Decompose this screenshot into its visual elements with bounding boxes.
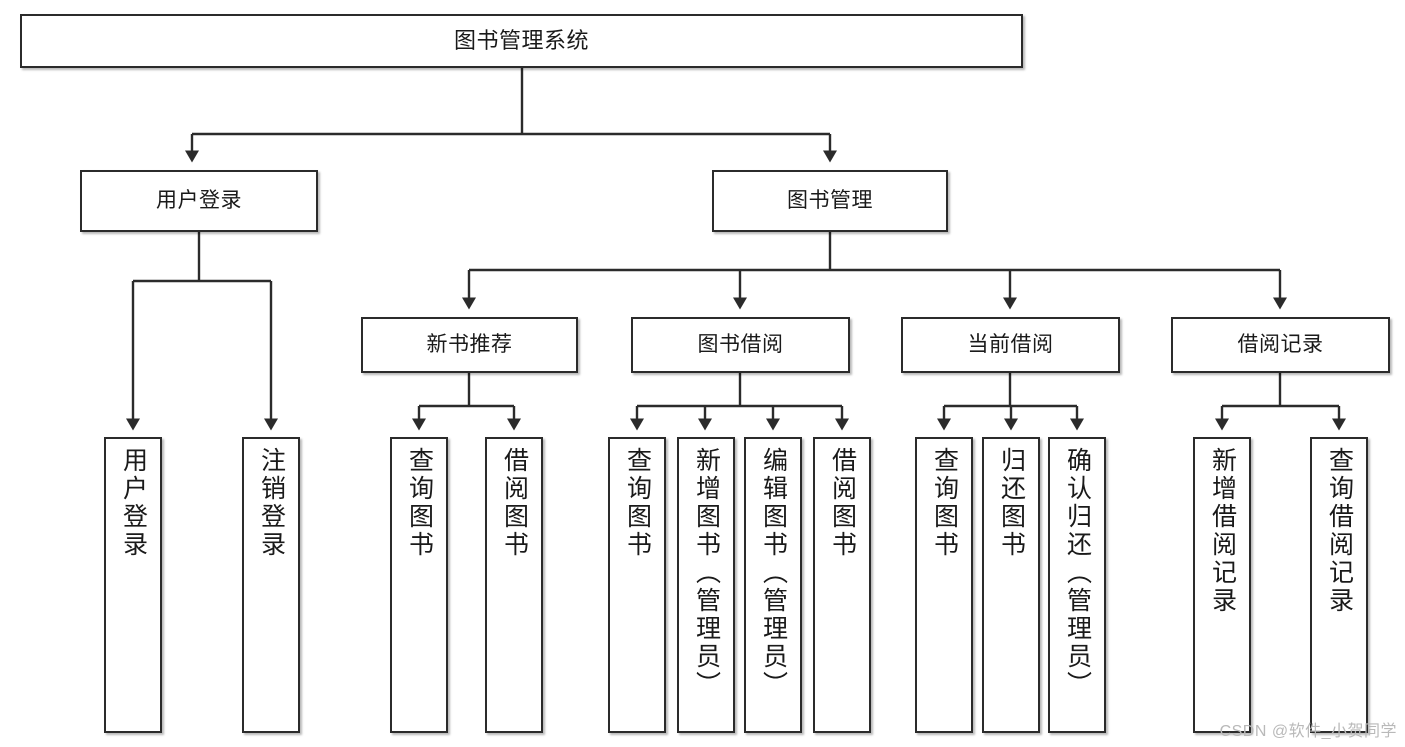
node-leaf-edit-book[interactable]: 编辑图书（管理员） — [744, 437, 802, 733]
node-leaf-return-book-label: 归还图书 — [997, 447, 1026, 559]
node-leaf-query-record[interactable]: 查询借阅记录 — [1310, 437, 1368, 733]
node-leaf-query-book-2-label: 查询图书 — [623, 447, 652, 559]
node-leaf-add-book-label: 新增图书（管理员） — [692, 447, 721, 699]
node-new-book-recommend[interactable]: 新书推荐 — [361, 317, 578, 373]
node-book-management-label: 图书管理 — [787, 188, 873, 212]
node-leaf-confirm-return[interactable]: 确认归还（管理员） — [1048, 437, 1106, 733]
node-leaf-borrow-book-1[interactable]: 借阅图书 — [485, 437, 543, 733]
node-leaf-query-book-1-label: 查询图书 — [405, 447, 434, 559]
node-borrow-record-label: 借阅记录 — [1237, 332, 1324, 356]
node-borrow-record[interactable]: 借阅记录 — [1171, 317, 1390, 373]
node-leaf-logout-login-label: 注销登录 — [257, 447, 286, 559]
node-book-borrow[interactable]: 图书借阅 — [631, 317, 850, 373]
node-leaf-add-record[interactable]: 新增借阅记录 — [1193, 437, 1251, 733]
node-root[interactable]: 图书管理系统 — [20, 14, 1023, 68]
node-book-borrow-label: 图书借阅 — [697, 332, 784, 356]
node-leaf-edit-book-label: 编辑图书（管理员） — [759, 447, 788, 699]
node-leaf-query-book-1[interactable]: 查询图书 — [390, 437, 448, 733]
node-leaf-borrow-book-2[interactable]: 借阅图书 — [813, 437, 871, 733]
node-leaf-add-record-label: 新增借阅记录 — [1208, 447, 1237, 615]
node-leaf-query-book-3[interactable]: 查询图书 — [915, 437, 973, 733]
node-leaf-confirm-return-label: 确认归还（管理员） — [1063, 447, 1092, 699]
node-leaf-user-login[interactable]: 用户登录 — [104, 437, 162, 733]
node-current-borrow-label: 当前借阅 — [967, 332, 1054, 356]
node-root-label: 图书管理系统 — [453, 28, 589, 54]
node-user-login[interactable]: 用户登录 — [80, 170, 318, 232]
node-new-book-recommend-label: 新书推荐 — [426, 332, 513, 356]
node-book-management[interactable]: 图书管理 — [712, 170, 948, 232]
node-leaf-add-book[interactable]: 新增图书（管理员） — [677, 437, 735, 733]
node-leaf-return-book[interactable]: 归还图书 — [982, 437, 1040, 733]
node-leaf-query-book-2[interactable]: 查询图书 — [608, 437, 666, 733]
node-leaf-logout-login[interactable]: 注销登录 — [242, 437, 300, 733]
node-leaf-query-record-label: 查询借阅记录 — [1325, 447, 1354, 615]
node-leaf-borrow-book-2-label: 借阅图书 — [828, 447, 857, 559]
node-current-borrow[interactable]: 当前借阅 — [901, 317, 1120, 373]
node-leaf-borrow-book-1-label: 借阅图书 — [500, 447, 529, 559]
node-leaf-user-login-label: 用户登录 — [119, 447, 148, 559]
node-leaf-query-book-3-label: 查询图书 — [930, 447, 959, 559]
node-user-login-label: 用户登录 — [156, 188, 242, 212]
watermark: CSDN @软件_小贺同学 — [1219, 723, 1397, 740]
